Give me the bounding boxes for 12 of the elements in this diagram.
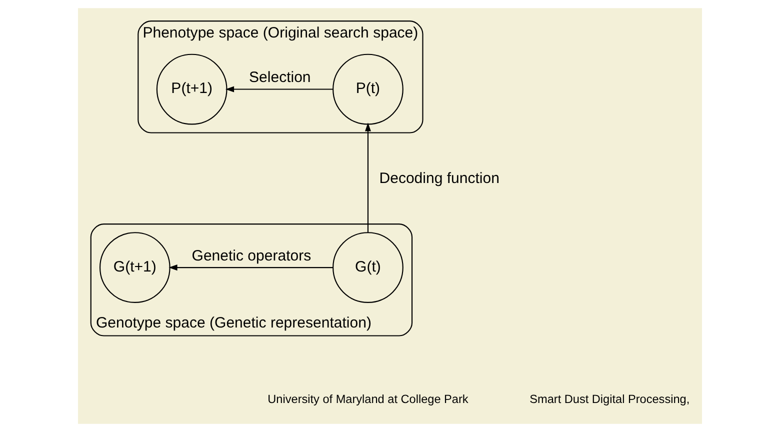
arrow (168, 264, 334, 271)
arrow (225, 86, 333, 92)
edge-label: Genetic operators (192, 247, 312, 264)
label: University of Maryland at College Park (268, 392, 468, 406)
node-circle: G(t+1) (99, 232, 170, 303)
node-circle: P(t+1) (156, 54, 228, 125)
edge-label: Selection (249, 68, 311, 86)
node-circle: P(t) (332, 54, 404, 125)
label: Smart Dust Digital Processing, (530, 392, 690, 406)
edge-label: Decoding function (379, 170, 500, 187)
node-circle: G(t) (332, 232, 404, 303)
arrow (364, 122, 371, 233)
